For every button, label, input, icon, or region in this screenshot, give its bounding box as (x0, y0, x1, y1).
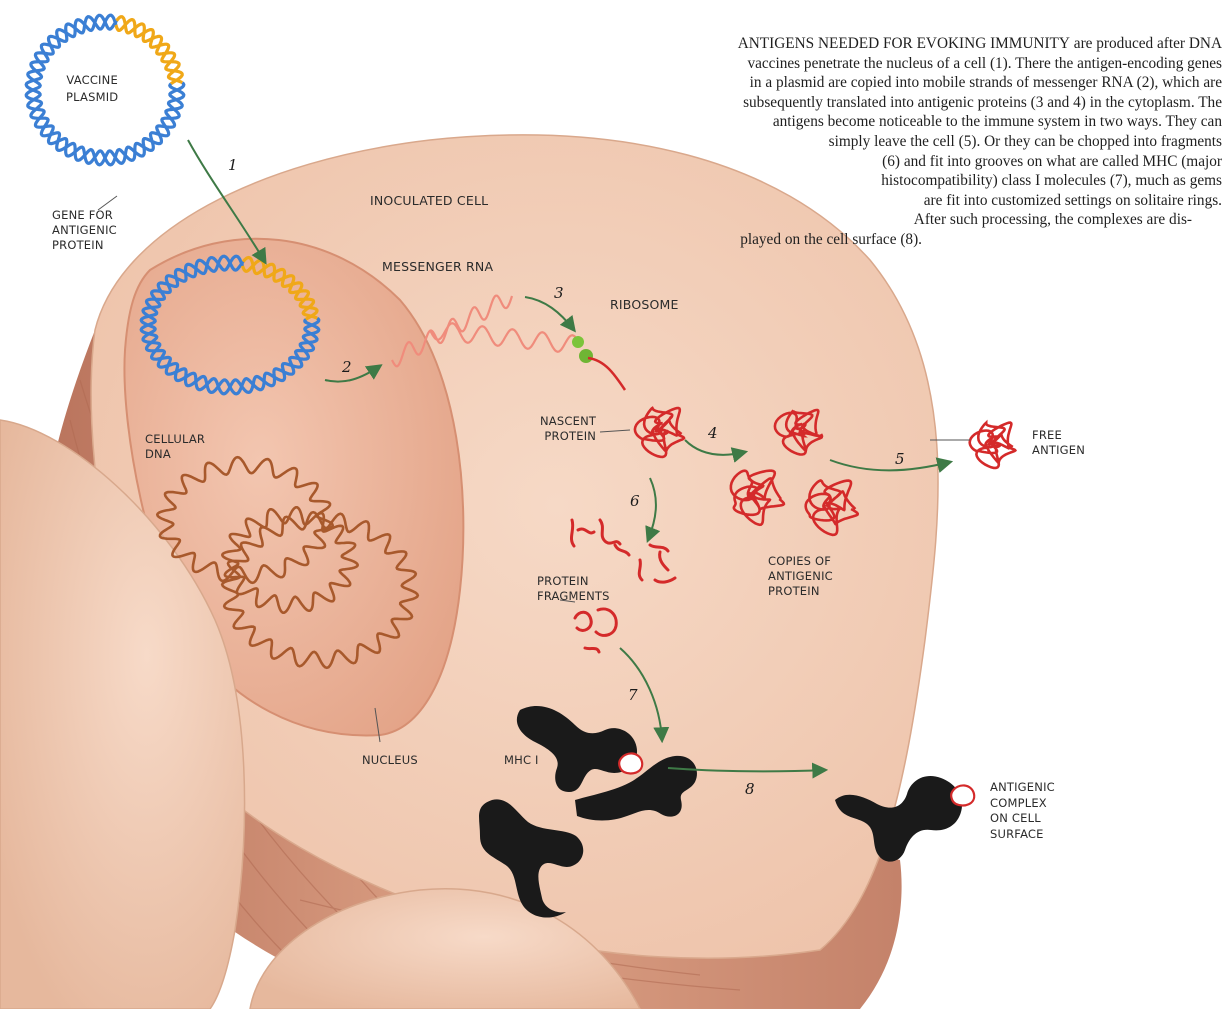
caption-line: After such processing, the complexes are… (440, 210, 1222, 230)
step-number-4: 4 (708, 424, 718, 442)
caption-line: in a plasmid are copied into mobile stra… (440, 73, 1222, 93)
caption-line-1: ANTIGENS NEEDED FOR EVOKING IMMUNITY are… (440, 34, 1222, 54)
ribosome-top (572, 336, 584, 348)
label-vaccine-plasmid: VACCINE PLASMID (66, 72, 118, 106)
bound-antigen-1 (619, 753, 642, 773)
label-messenger-rna: MESSENGER RNA (382, 258, 493, 275)
label-protein-fragments: PROTEIN FRAGMENTS (537, 574, 610, 604)
step-number-1: 1 (228, 156, 238, 174)
label-gene-for-antigenic-protein: GENE FOR ANTIGENIC PROTEIN (52, 208, 117, 253)
caption-line-1-rest: are produced after DNA (1070, 35, 1222, 52)
step-number-6: 6 (630, 492, 640, 510)
label-cellular-dna: CELLULAR DNA (145, 432, 205, 462)
step-number-8: 8 (745, 780, 755, 798)
label-inoculated-cell: INOCULATED CELL (370, 192, 488, 209)
label-ribosome: RIBOSOME (610, 296, 679, 313)
label-mhc-i: MHC I (504, 752, 539, 769)
caption-line: antigens become noticeable to the immune… (440, 112, 1222, 132)
label-copies-of-antigenic-protein: COPIES OF ANTIGENIC PROTEIN (768, 554, 833, 599)
caption-line: are fit into customized settings on soli… (440, 191, 1222, 211)
step-number-5: 5 (895, 450, 905, 468)
step-number-2: 2 (342, 358, 352, 376)
caption-line: played on the cell surface (8). (440, 230, 1222, 250)
caption-lead: ANTIGENS NEEDED FOR EVOKING IMMUNITY (738, 35, 1070, 52)
bound-antigen-2 (951, 785, 974, 805)
caption-line: (6) and fit into grooves on what are cal… (440, 152, 1222, 172)
ribosome-bottom (579, 349, 593, 363)
label-antigenic-complex: ANTIGENIC COMPLEX ON CELL SURFACE (990, 780, 1055, 842)
label-free-antigen: FREE ANTIGEN (1032, 428, 1085, 458)
step-number-3: 3 (554, 284, 564, 302)
label-nascent-protein: NASCENT PROTEIN (540, 414, 596, 444)
caption-line: vaccines penetrate the nucleus of a cell… (440, 54, 1222, 74)
figure-caption: ANTIGENS NEEDED FOR EVOKING IMMUNITY are… (440, 34, 1222, 250)
caption-line: subsequently translated into antigenic p… (440, 93, 1222, 113)
caption-line: simply leave the cell (5). Or they can b… (440, 132, 1222, 152)
step-number-7: 7 (628, 686, 638, 704)
label-nucleus: NUCLEUS (362, 752, 418, 769)
free-antigen (970, 423, 1016, 468)
caption-line: histocompatibility) class I molecules (7… (440, 171, 1222, 191)
